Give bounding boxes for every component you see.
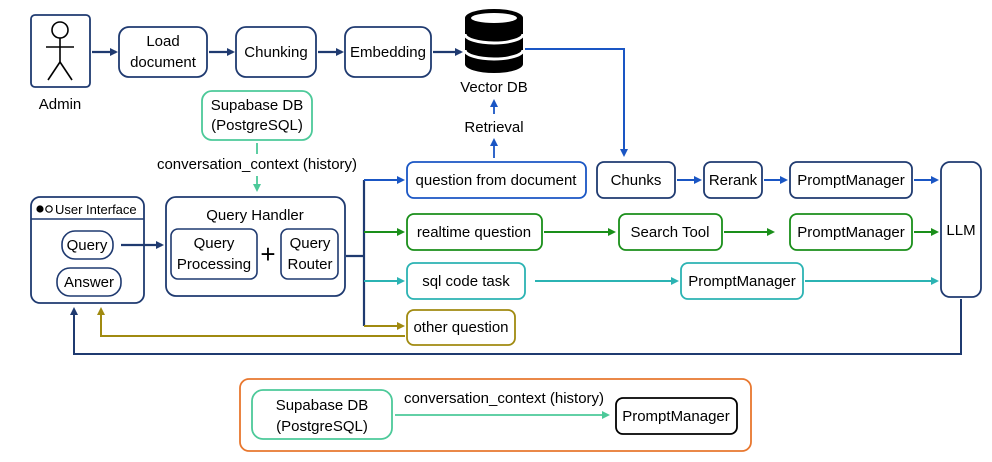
prompt-manager-realtime-label: PromptManager (797, 224, 905, 241)
arrow-llm-to-answer (70, 299, 962, 355)
supabase-db-node: Supabase DB (PostgreSQL) (201, 90, 313, 141)
load-document-label-line1: Load (146, 33, 179, 50)
sql-code-task-label: sql code task (422, 273, 510, 290)
person-icon (46, 21, 74, 81)
other-question-label: other question (413, 319, 508, 336)
llm-label: LLM (946, 222, 975, 239)
retrieval-label: Retrieval (464, 119, 523, 136)
query-processing-node: Query Processing (170, 228, 258, 280)
load-document-label-line2: document (130, 54, 197, 71)
rerank-node: Rerank (703, 161, 763, 199)
legend-supabase-label-line1: Supabase DB (276, 397, 369, 414)
supabase-db-label-line2: (PostgreSQL) (211, 117, 303, 134)
legend-prompt-manager-label: PromptManager (622, 408, 730, 425)
realtime-question-node: realtime question (406, 213, 543, 251)
chunking-label: Chunking (244, 44, 307, 61)
query-button[interactable]: Query (61, 230, 114, 260)
legend-prompt-manager-node: PromptManager (615, 397, 738, 435)
arrow-other-question-to-answer (97, 307, 405, 337)
legend-conversation-context-label: conversation_context (history) (404, 390, 604, 407)
answer-output-label: Answer (64, 274, 114, 291)
query-button-label: Query (67, 237, 108, 254)
prompt-manager-realtime-node: PromptManager (789, 213, 913, 251)
prompt-manager-sql-label: PromptManager (688, 273, 796, 290)
chunking-node: Chunking (235, 26, 317, 78)
chunks-label: Chunks (611, 172, 662, 189)
query-processing-label-line1: Query (194, 235, 235, 252)
legend-supabase-label-line2: (PostgreSQL) (276, 418, 368, 435)
query-router-label-line2: Router (287, 256, 332, 273)
answer-output: Answer (56, 267, 122, 297)
legend-supabase-node: Supabase DB (PostgreSQL) (251, 389, 393, 440)
database-icon (463, 9, 525, 73)
window-dot-empty-icon (45, 205, 53, 213)
llm-node: LLM (940, 161, 982, 298)
other-question-node: other question (406, 309, 516, 346)
prompt-manager-doc-label: PromptManager (797, 172, 905, 189)
query-router-label-line1: Query (290, 235, 331, 252)
admin-node: Admin (30, 14, 91, 113)
realtime-question-label: realtime question (417, 224, 531, 241)
user-interface-title: User Interface (55, 202, 137, 217)
conversation-context-label: conversation_context (history) (157, 156, 357, 173)
supabase-db-label-line1: Supabase DB (211, 97, 304, 114)
rerank-label: Rerank (709, 172, 758, 189)
embedding-node: Embedding (344, 26, 432, 78)
question-from-document-label: question from document (416, 172, 578, 189)
admin-label: Admin (39, 96, 82, 113)
sql-code-task-node: sql code task (406, 262, 526, 300)
search-tool-label: Search Tool (631, 224, 710, 241)
chunks-node: Chunks (596, 161, 676, 199)
query-processing-label-line2: Processing (177, 256, 251, 273)
query-handler-title: Query Handler (206, 207, 304, 224)
vector-db-label: Vector DB (460, 79, 528, 96)
search-tool-node: Search Tool (618, 213, 723, 251)
load-document-node: Load document (118, 26, 208, 78)
question-from-document-node: question from document (406, 161, 587, 199)
embedding-label: Embedding (350, 44, 426, 61)
plus-icon: + (260, 239, 275, 269)
prompt-manager-doc-node: PromptManager (789, 161, 913, 199)
arrow-vectordb-to-chunks (525, 48, 628, 157)
window-dot-filled-icon (36, 205, 44, 213)
prompt-manager-sql-node: PromptManager (680, 262, 804, 300)
query-router-node: Query Router (280, 228, 339, 280)
